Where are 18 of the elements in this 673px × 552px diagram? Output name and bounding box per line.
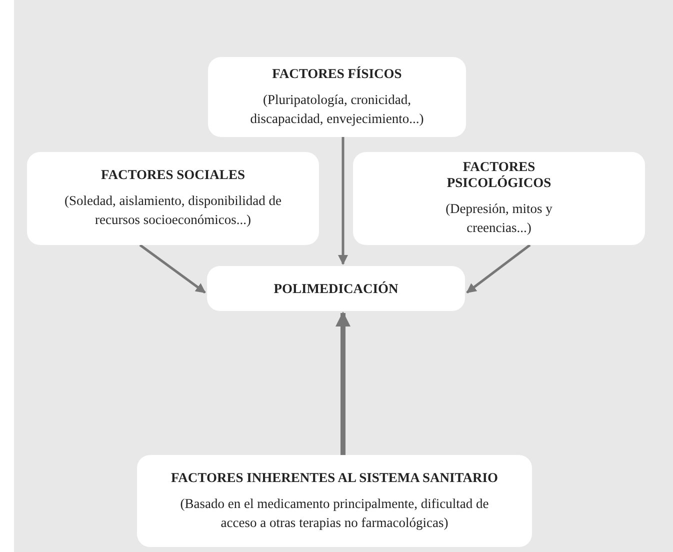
arrow [336,312,350,455]
arrow [466,244,531,294]
description-text: (Depresión, mitos y creencias...) [444,200,554,237]
description-text: (Pluripatología, cronicidad, discapacidad, envejecimiento...) [249,90,425,128]
factor-box [137,455,532,547]
factor-box [208,57,466,137]
description-text: (Soledad, aislamiento, disponibilidad de recursos socioeconómicos...) [63,192,283,229]
arrow [139,244,206,294]
factor-box [27,152,319,245]
heading-text: FACTORES SOCIALES [101,167,245,184]
heading-text: FACTORES PSICOLÓGICOS [446,159,552,192]
arrow [338,137,348,265]
heading-text: FACTORES INHERENTES AL SISTEMA SANITARIO [170,470,498,486]
heading-text: POLIMEDICACIÓN [274,280,398,296]
outcome-box [207,266,465,311]
heading-text: FACTORES FÍSICOS [272,66,402,82]
description-text: (Basado en el medicamento principalmente, dificultad de acceso a otras terapias no farmacológicas) [179,494,490,532]
factor-box [353,152,645,245]
